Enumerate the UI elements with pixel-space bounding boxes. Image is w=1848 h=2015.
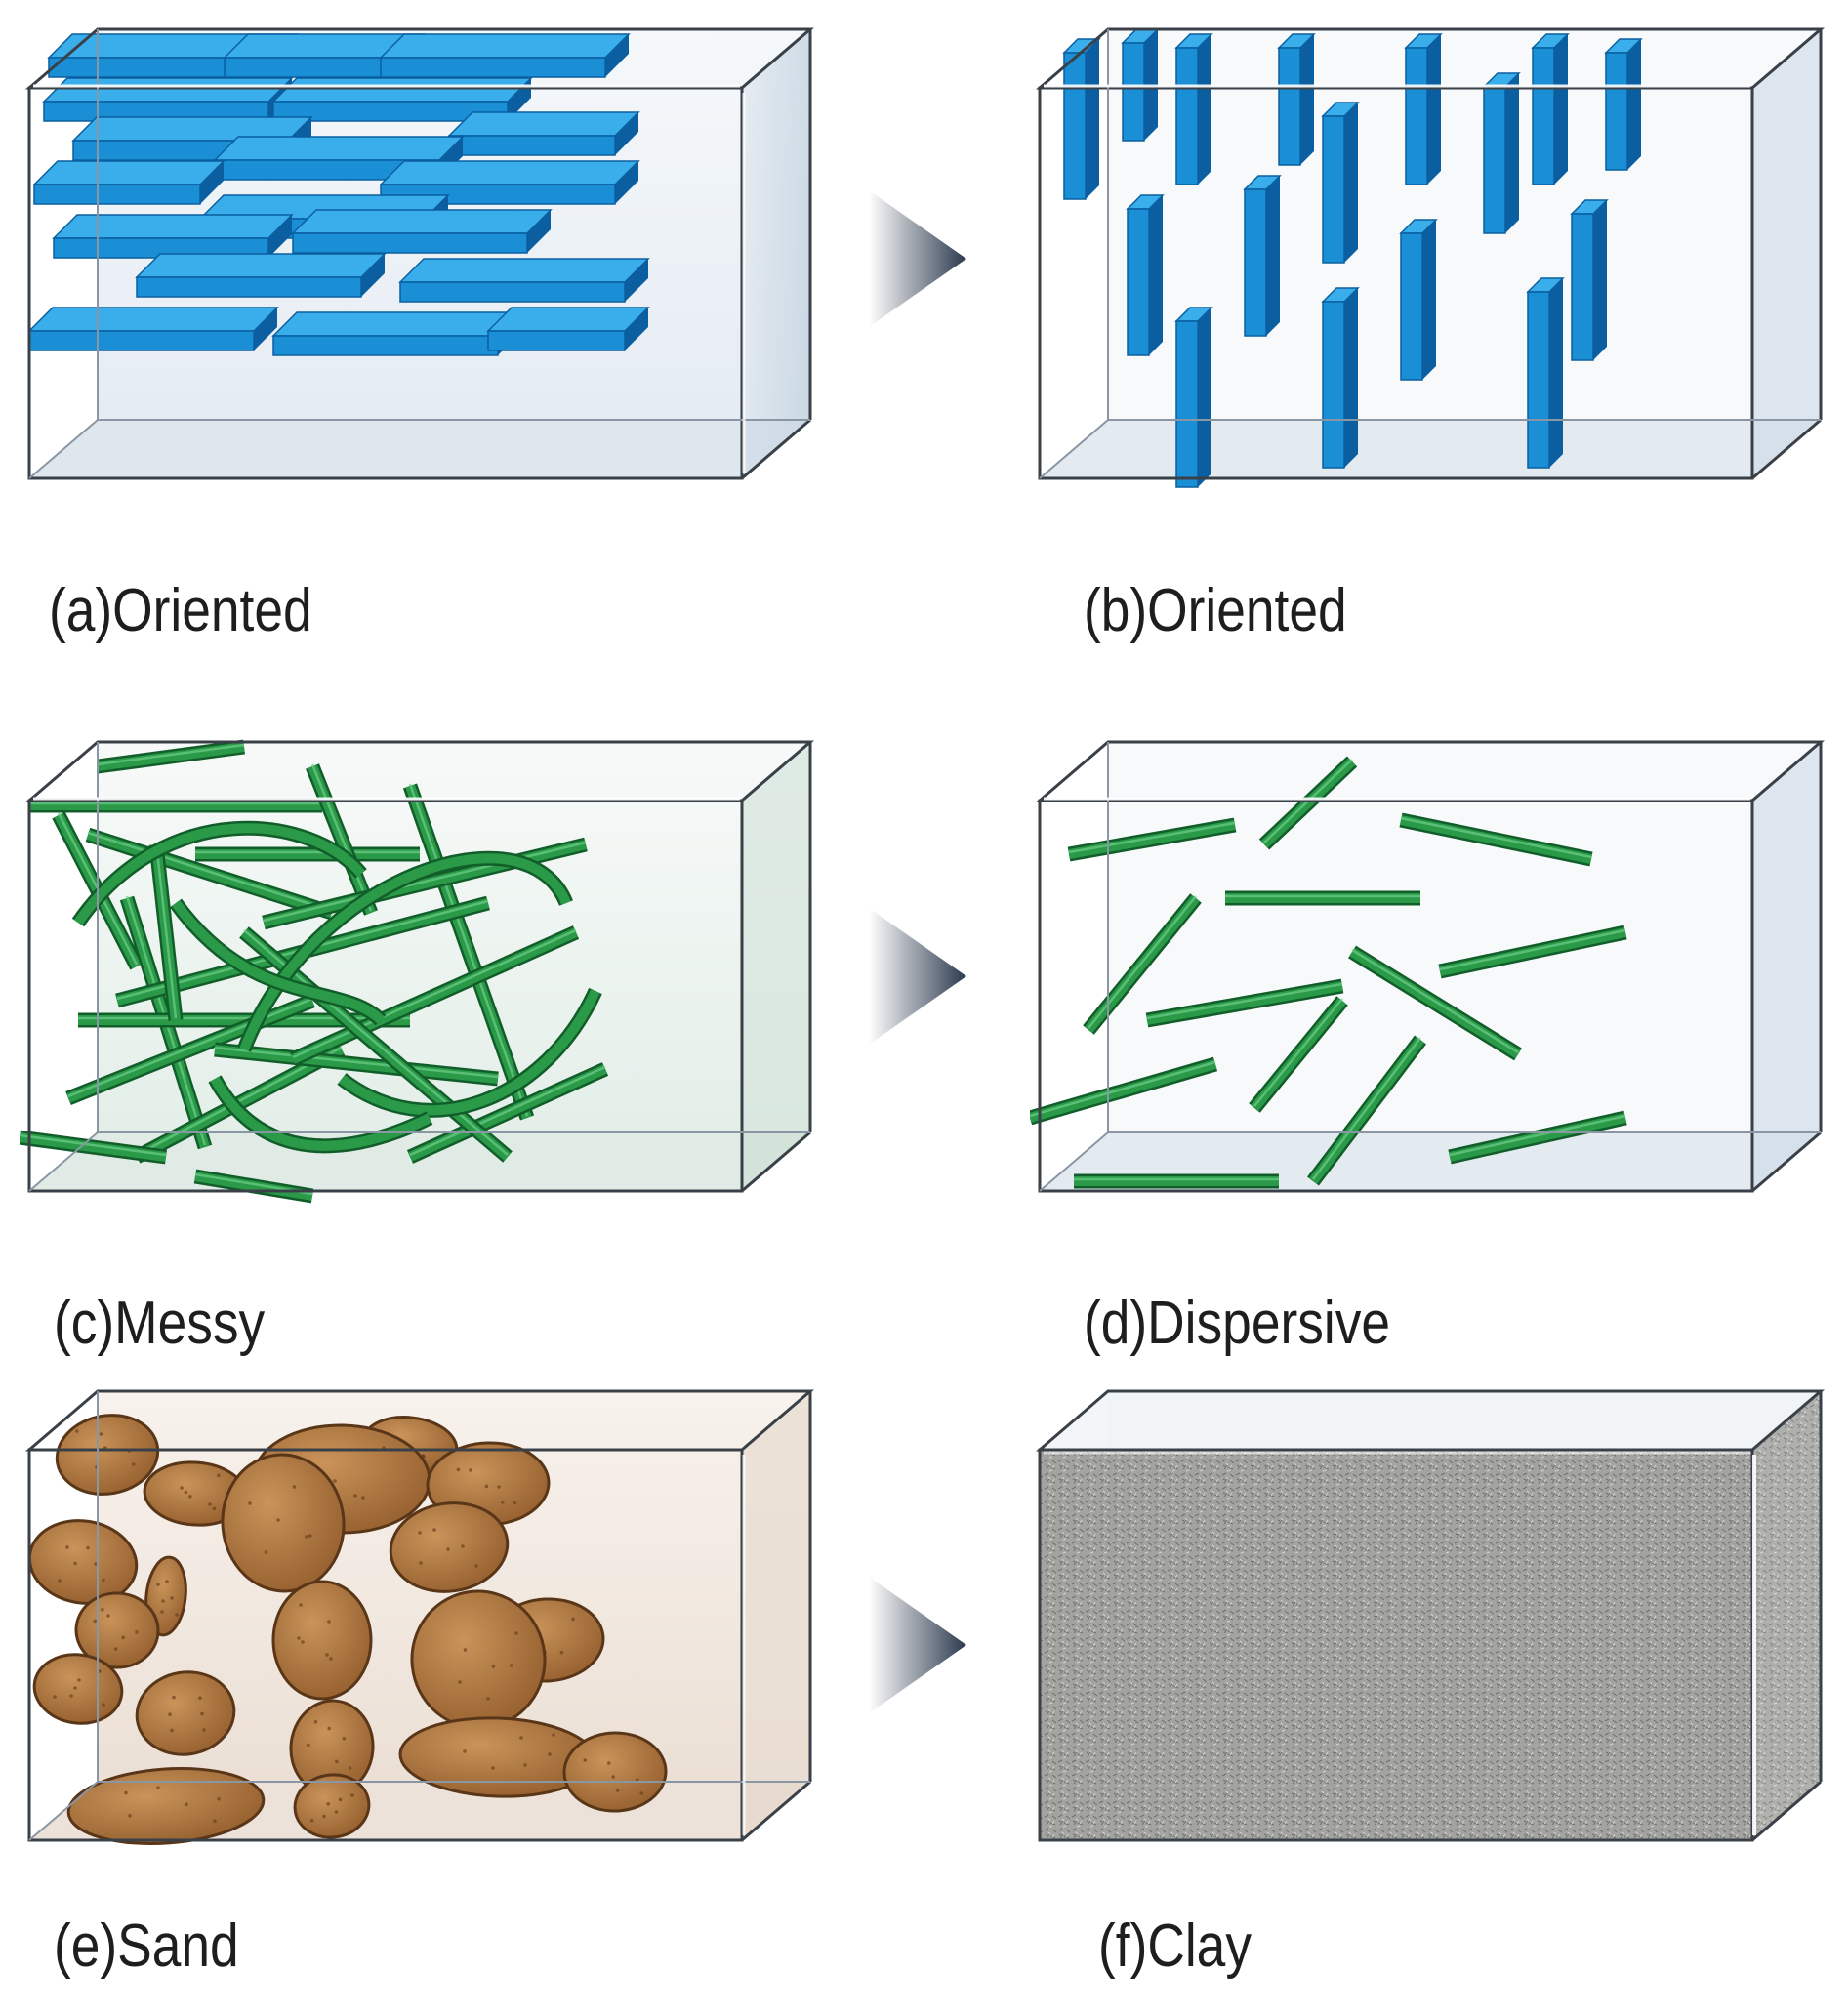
- vertical-plate: [1323, 103, 1358, 263]
- vertical-plate: [1528, 278, 1563, 468]
- caption-d: (d)Dispersive: [1084, 1289, 1390, 1358]
- vertical-plate: [1176, 34, 1211, 185]
- caption-b: (b)Oriented: [1084, 576, 1347, 645]
- vertical-plate: [1401, 220, 1436, 380]
- transition-arrow-icon: [864, 1572, 971, 1723]
- clay-mass: [1040, 1450, 1752, 1840]
- sand-grain: [563, 1732, 666, 1812]
- vertical-plate: [1572, 200, 1607, 360]
- vertical-plate: [1406, 34, 1441, 185]
- horizontal-plate: [29, 308, 277, 350]
- caption-c: (c)Messy: [54, 1289, 265, 1358]
- sand-grain: [273, 1582, 371, 1699]
- box-e: [20, 1377, 820, 1855]
- caption-f: (f)Clay: [1098, 1912, 1252, 1981]
- transition-arrow-icon: [864, 185, 971, 337]
- vertical-plate: [1245, 176, 1280, 336]
- horizontal-plate: [488, 308, 648, 350]
- caption-e: (e)Sand: [54, 1912, 239, 1981]
- horizontal-plate: [381, 34, 629, 77]
- panel-c-messy: [20, 727, 820, 1206]
- green-fiber: [29, 803, 322, 805]
- green-fiber: [195, 852, 420, 854]
- vertical-plate: [1279, 34, 1314, 165]
- caption-a: (a)Oriented: [49, 576, 312, 645]
- green-fiber: [1225, 896, 1420, 898]
- green-fiber: [1074, 1179, 1279, 1181]
- vertical-plate: [1176, 308, 1211, 487]
- panel-a-oriented-horizontal: [20, 15, 820, 493]
- horizontal-plate: [34, 161, 224, 204]
- vertical-plate: [1323, 288, 1358, 468]
- horizontal-plate: [400, 259, 648, 302]
- horizontal-plate: [449, 112, 638, 155]
- panel-d-dispersive: [1030, 727, 1830, 1206]
- panel-b-oriented-vertical: [1030, 15, 1830, 493]
- vertical-plate: [1484, 73, 1519, 233]
- transition-arrow-icon: [864, 903, 971, 1054]
- vertical-plate: [1606, 39, 1641, 170]
- horizontal-plate: [273, 312, 521, 355]
- horizontal-plate: [54, 215, 292, 258]
- panel-e-sand: [20, 1377, 820, 1855]
- vertical-plate: [1533, 34, 1568, 185]
- vertical-plate: [1128, 195, 1163, 355]
- box-b: [1030, 15, 1830, 493]
- horizontal-plate: [293, 210, 551, 253]
- box-f: [1030, 1377, 1830, 1855]
- box-d: [1030, 727, 1830, 1206]
- box-a: [20, 15, 820, 493]
- panel-f-clay: [1030, 1377, 1830, 1855]
- box-c: [20, 727, 820, 1206]
- green-fiber: [78, 1018, 410, 1020]
- horizontal-plate: [137, 254, 385, 297]
